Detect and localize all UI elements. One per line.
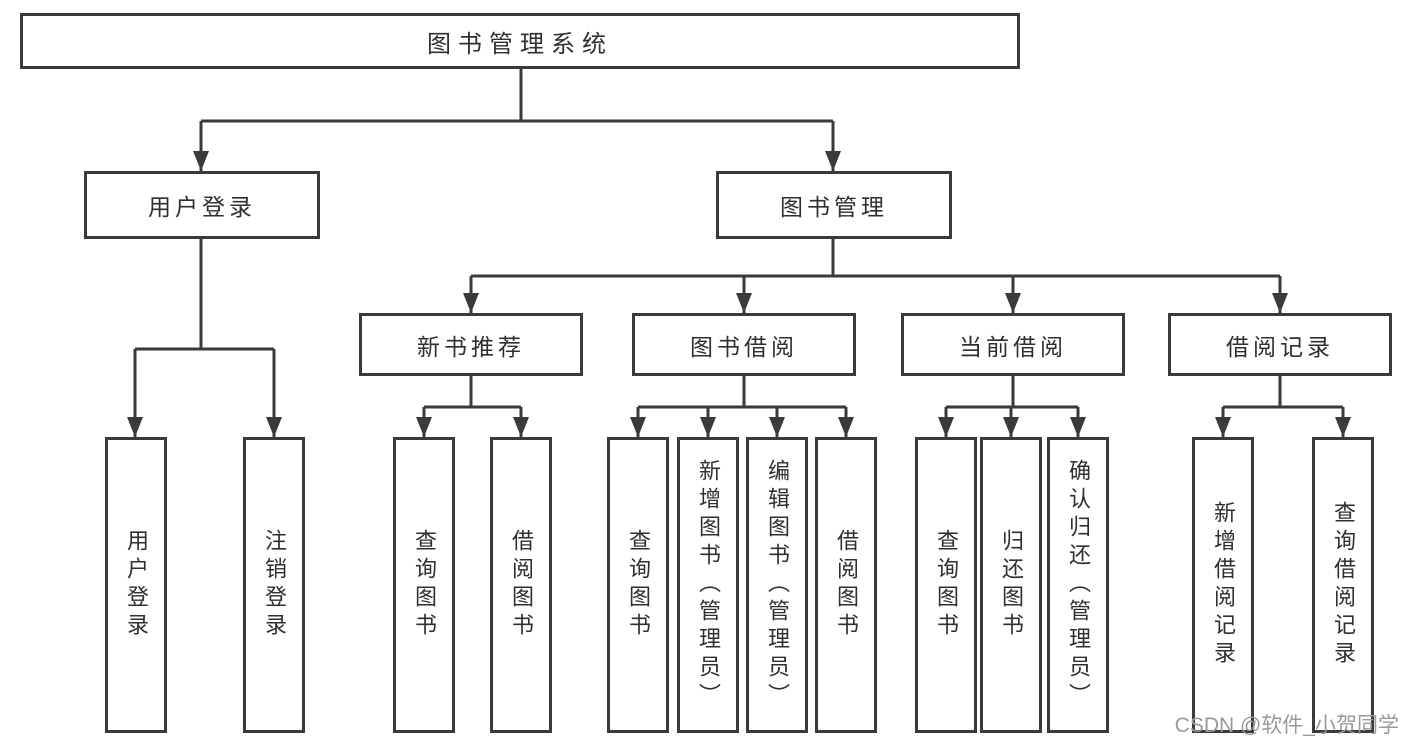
leaf-query-borrow-record: 查询借阅记录	[1312, 437, 1374, 733]
leaf-query-books-borrowing: 查询图书	[607, 437, 669, 733]
leaf-query-books-recommend: 查询图书	[393, 437, 455, 733]
leaf-confirm-return-admin: 确认归还（管理员）	[1047, 437, 1109, 733]
leaf-borrow-books: 借阅图书	[815, 437, 877, 733]
node-current-borrowing: 当前借阅	[901, 313, 1125, 376]
leaf-query-books-current: 查询图书	[915, 437, 977, 733]
node-new-book-recommend: 新书推荐	[359, 313, 583, 376]
node-library-system: 图书管理系统	[20, 13, 1020, 69]
csdn-watermark: CSDN @软件_小贺同学	[1174, 714, 1399, 737]
leaf-borrow-books-recommend: 借阅图书	[490, 437, 552, 733]
leaf-logout: 注销登录	[243, 437, 305, 733]
leaf-user-login: 用户登录	[105, 437, 167, 733]
leaf-add-books-admin: 新增图书（管理员）	[677, 437, 739, 733]
leaf-return-books: 归还图书	[980, 437, 1042, 733]
leaf-add-borrow-record: 新增借阅记录	[1192, 437, 1254, 733]
node-user-login: 用户登录	[84, 171, 320, 239]
leaf-edit-books-admin: 编辑图书（管理员）	[746, 437, 808, 733]
node-book-management: 图书管理	[716, 171, 952, 239]
node-book-borrowing: 图书借阅	[632, 313, 856, 376]
node-borrowing-records: 借阅记录	[1168, 313, 1392, 376]
